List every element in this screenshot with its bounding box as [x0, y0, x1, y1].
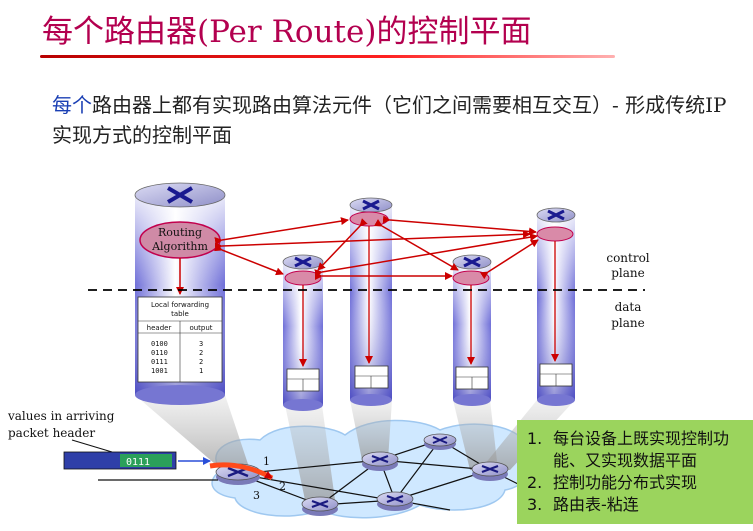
subtitle-text: 路由器上都有实现路由算法元件（它们之间需要相互交互）- 形成传统IP实现方式的控… — [52, 93, 727, 147]
beam-router-b — [285, 405, 335, 500]
note-item: 3. 路由表-粘连 — [527, 494, 749, 516]
slide-subtitle: 每个路由器上都有实现路由算法元件（它们之间需要相互交互）- 形成传统IP实现方式… — [52, 90, 742, 150]
table-row-header: 1001 — [151, 367, 168, 375]
table-col-header: header — [147, 324, 172, 332]
router-cylinder — [282, 254, 324, 411]
table-row-header: 0110 — [151, 349, 168, 357]
table-row-header: 0100 — [151, 340, 168, 348]
control-plane-label-line2: plane — [611, 266, 645, 280]
network-router — [361, 451, 399, 471]
router-cylinder — [536, 207, 576, 406]
port-label: 1 — [263, 455, 270, 468]
note-item: 1. 每台设备上既实现控制功能、又实现数据平面 — [527, 428, 749, 472]
data-plane-label-line2: plane — [611, 316, 645, 330]
beam-router-d — [453, 400, 498, 470]
note-item: 2. 控制功能分布式实现 — [527, 472, 749, 494]
table-row-output: 1 — [199, 367, 203, 375]
control-message-arrows — [214, 215, 539, 280]
data-plane-label-line1: data — [615, 300, 642, 314]
notes-list: 1. 每台设备上既实现控制功能、又实现数据平面 2. 控制功能分布式实现 3. 路由表… — [527, 428, 749, 516]
control-plane-label-line1: control — [606, 251, 649, 265]
table-title-line2: table — [171, 310, 189, 318]
table-title-line1: Local forwarding — [151, 301, 209, 309]
caption-pointer-arrow — [71, 439, 113, 453]
table-row-output: 3 — [199, 340, 203, 348]
forwarding-table — [137, 296, 223, 383]
beam-router-a — [135, 395, 250, 470]
beam-router-c — [350, 400, 392, 460]
network-router — [376, 491, 414, 511]
network-router — [471, 461, 509, 481]
packet-header-value: 0111 — [126, 457, 150, 468]
title-underline — [40, 55, 615, 58]
forwarding-arrow — [209, 462, 274, 481]
note-number: 1. — [527, 429, 543, 448]
router-cylinder — [452, 254, 492, 406]
subtitle-lead: 每个 — [52, 93, 92, 117]
note-text: 每台设备上既实现控制功能、又实现数据平面 — [553, 429, 730, 470]
note-number: 3. — [527, 495, 543, 514]
network-router — [301, 496, 339, 516]
table-row-output: 2 — [199, 349, 203, 357]
table-row-output: 2 — [199, 358, 203, 366]
packet — [63, 451, 177, 470]
note-text: 路由表-粘连 — [553, 495, 639, 514]
note-text: 控制功能分布式实现 — [553, 473, 698, 492]
slide-title: 每个路由器(Per Route)的控制平面 — [42, 14, 532, 50]
note-number: 2. — [527, 473, 543, 492]
table-col-output: output — [189, 324, 212, 332]
routing-algorithm-label-line2: Algorithm — [151, 240, 208, 253]
port-label: 2 — [279, 480, 286, 493]
network-router — [423, 433, 457, 450]
routing-algorithm-label-line1: Routing — [158, 226, 202, 239]
notes-box: 1. 每台设备上既实现控制功能、又实现数据平面 2. 控制功能分布式实现 3. 路由表… — [517, 420, 753, 524]
port-label: 3 — [253, 489, 260, 502]
packet-caption-line1: values in arriving — [7, 409, 115, 423]
table-row-header: 0111 — [151, 358, 168, 366]
packet-caption-line2: packet header — [8, 426, 95, 440]
